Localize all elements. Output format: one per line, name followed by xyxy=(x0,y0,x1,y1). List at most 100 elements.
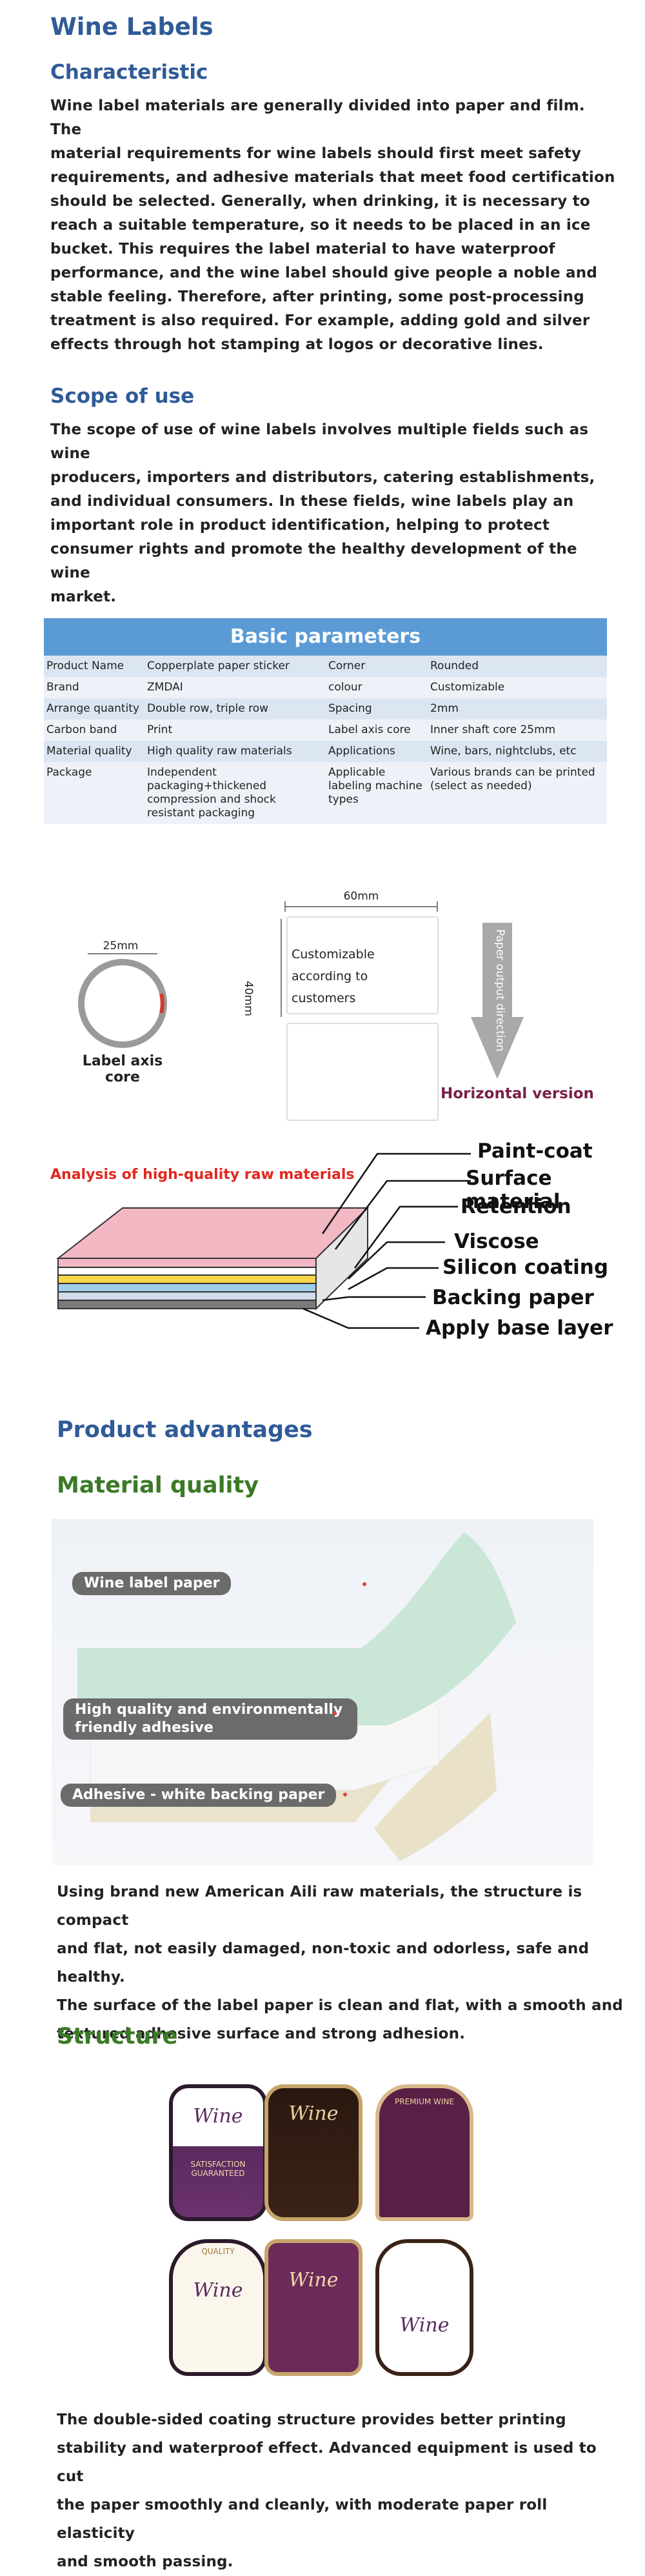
material-text: Using brand new American Aili raw materi… xyxy=(57,1884,623,2042)
layer-paint xyxy=(56,1207,370,1259)
structure-text: The double-sided coating structure provi… xyxy=(57,2411,597,2570)
table-cell: Arrange quantity xyxy=(46,702,140,715)
backing-pill: Adhesive - white backing paper xyxy=(61,1784,337,1807)
advantages-heading: Product advantages xyxy=(57,1417,313,1443)
table-row: Carbon band Print Label axis core Inner sha… xyxy=(44,719,607,741)
layer-label: Backing paper xyxy=(432,1286,594,1309)
label-card-top: Customizable according to customers xyxy=(286,916,439,1014)
table-cell: Applications xyxy=(328,745,395,758)
label-subtitle: SATISFACTION GUARANTEED xyxy=(190,2160,246,2178)
paper-layer xyxy=(77,1532,516,1726)
layer-base xyxy=(57,1300,317,1309)
pointer-line xyxy=(322,1296,426,1302)
parameters-title: Basic parameters xyxy=(44,618,607,656)
table-cell: Applicable labeling machine types xyxy=(328,766,422,806)
pointer-line xyxy=(348,1267,439,1291)
table-cell: Package xyxy=(46,766,92,779)
label-title: PREMIUM WINE xyxy=(395,2097,454,2106)
backing-sheet xyxy=(374,1713,497,1861)
width-dimension xyxy=(284,901,438,912)
table-cell: Inner shaft core 25mm xyxy=(430,723,556,736)
label-title: Wine xyxy=(193,2105,243,2128)
table-cell: Corner xyxy=(328,659,366,672)
layer-surface xyxy=(57,1258,317,1268)
height-label: 40mm xyxy=(242,981,255,1016)
pointer-line xyxy=(335,1180,471,1250)
table-cell: Double row, triple row xyxy=(147,702,269,715)
layer-silicon xyxy=(57,1283,317,1293)
label-title: Wine xyxy=(399,2314,450,2337)
table-cell: 2mm xyxy=(430,702,459,715)
backing-dot xyxy=(343,1793,347,1796)
table-cell: ZMDAI xyxy=(147,681,183,694)
characteristic-heading: Characteristic xyxy=(50,61,208,84)
adhesive-pill: High quality and environmentally friendl… xyxy=(63,1698,357,1740)
core-highlight xyxy=(159,993,164,1014)
table-cell: colour xyxy=(328,681,362,694)
wine-label-card: Wine xyxy=(264,2084,362,2221)
layer-label: Surface material xyxy=(466,1167,561,1213)
table-cell: Copperplate paper sticker xyxy=(147,659,290,672)
table-cell: Label axis core xyxy=(328,723,411,736)
wine-label-card: Wine SATISFACTION GUARANTEED xyxy=(169,2084,267,2221)
scope-heading: Scope of use xyxy=(50,385,195,408)
core-label: Label axis core xyxy=(82,1053,163,1085)
material-illustration xyxy=(77,1532,516,1861)
label-title: Wine xyxy=(288,2102,339,2125)
table-cell: Brand xyxy=(46,681,79,694)
table-cell: Material quality xyxy=(46,745,132,758)
structure-heading: Structure xyxy=(57,2024,178,2049)
wine-label-card: Wine xyxy=(264,2239,362,2376)
pointer-line xyxy=(321,1152,471,1234)
version-label: Horizontal version xyxy=(441,1085,594,1102)
layer-retention xyxy=(57,1267,317,1276)
arrow-shape xyxy=(471,923,524,1079)
table-cell: Product Name xyxy=(46,659,124,672)
layer-label: Paint-coat xyxy=(477,1140,593,1163)
adhesive-dot xyxy=(333,1711,337,1715)
core-size-label: 25mm xyxy=(103,940,139,952)
label-title: Wine xyxy=(288,2269,339,2291)
parameters-table: Basic parameters Product Name Copperplate… xyxy=(44,618,607,824)
table-row: Arrange quantity Double row, triple row Sp… xyxy=(44,698,607,719)
table-cell: Spacing xyxy=(328,702,372,715)
table-cell: Carbon band xyxy=(46,723,117,736)
core-ring xyxy=(78,959,167,1048)
pointer-line xyxy=(348,1241,445,1280)
wine-label-card: QUALITY Wine xyxy=(169,2239,267,2376)
characteristic-text: Wine label materials are generally divid… xyxy=(50,97,615,353)
table-row: Product Name Copperplate paper sticker Cor… xyxy=(44,656,607,677)
page-title: Wine Labels xyxy=(50,13,213,41)
label-card-bottom xyxy=(286,1023,439,1121)
wine-paper-pill: Wine label paper xyxy=(72,1572,232,1595)
material-heading: Material quality xyxy=(57,1473,259,1498)
table-cell: Rounded xyxy=(430,659,479,672)
width-label: 60mm xyxy=(343,890,379,903)
pointer-line xyxy=(303,1307,419,1329)
table-cell: Customizable xyxy=(430,681,505,694)
layer-backing xyxy=(57,1291,317,1301)
scope-text: The scope of use of wine labels involves… xyxy=(50,421,595,605)
wine-label-card: Wine xyxy=(375,2239,473,2376)
table-row: Brand ZMDAI colour Customizable xyxy=(44,677,607,698)
paper-direction-arrow xyxy=(471,923,524,1079)
layer-label: Viscose xyxy=(454,1230,539,1253)
layer-label: Retention xyxy=(461,1195,571,1218)
layer-label: Silicon coating xyxy=(442,1256,609,1279)
layer-stack-diagram xyxy=(56,1152,471,1329)
height-dimension xyxy=(281,919,282,1017)
table-cell: High quality raw materials xyxy=(147,745,292,758)
table-cell: Print xyxy=(147,723,173,736)
table-row: Material quality High quality raw materia… xyxy=(44,741,607,762)
table-cell: Various brands can be printed (select as… xyxy=(430,766,595,792)
pointer-line xyxy=(353,1205,458,1269)
layer-viscose xyxy=(57,1274,317,1284)
label-title: QUALITY xyxy=(201,2247,235,2256)
layer-label: Apply base layer xyxy=(426,1316,613,1340)
wine-label-card: PREMIUM WINE xyxy=(375,2084,473,2221)
table-cell: Wine, bars, nightclubs, etc xyxy=(430,745,577,758)
analysis-label: Analysis of high-quality raw materials xyxy=(50,1167,355,1183)
direction-label: Paper output direction xyxy=(493,929,506,1052)
layer-side xyxy=(315,1206,368,1311)
